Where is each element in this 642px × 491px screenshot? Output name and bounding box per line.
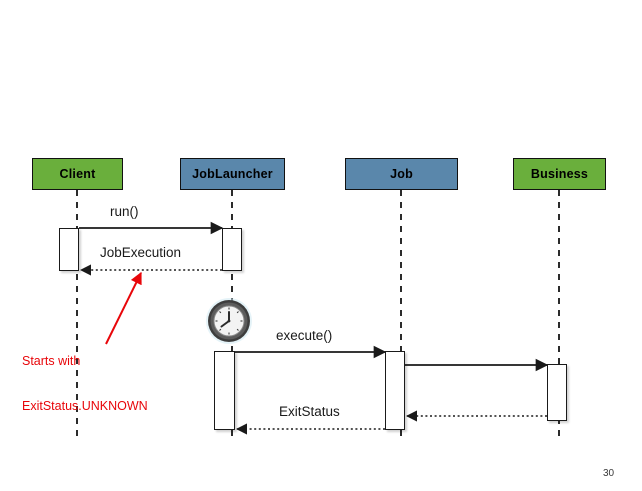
participant-box-client[interactable]: Client [32,158,123,190]
participant-label-client: Client [59,167,96,181]
annotation-line-1: Starts with [22,354,81,368]
message-label-jobexecution: JobExecution [100,245,182,260]
annotation-note: Starts with ExitStatus.UNKNOWN [22,324,148,444]
activation-bar-client [59,228,79,271]
participant-label-joblauncher: JobLauncher [192,167,273,181]
clock-icon [206,298,252,344]
message-label-execute: execute() [276,328,333,343]
message-label-exitstatus: ExitStatus [279,404,340,419]
participant-box-job[interactable]: Job [345,158,458,190]
activation-bar-joblauncher-top [222,228,242,271]
activation-bar-joblauncher-bottom [214,351,235,430]
annotation-line-2: ExitStatus.UNKNOWN [22,399,148,413]
message-arrows [79,221,549,435]
participant-label-business: Business [530,167,589,181]
message-label-run: run() [110,204,139,219]
page-number: 30 [603,468,615,479]
activation-bar-business [547,364,567,421]
participant-box-joblauncher[interactable]: JobLauncher [180,158,285,190]
annotation-arrow [105,271,142,345]
participant-label-job: Job [390,167,413,181]
activation-bar-job [385,351,405,430]
participant-box-business[interactable]: Business [513,158,606,190]
